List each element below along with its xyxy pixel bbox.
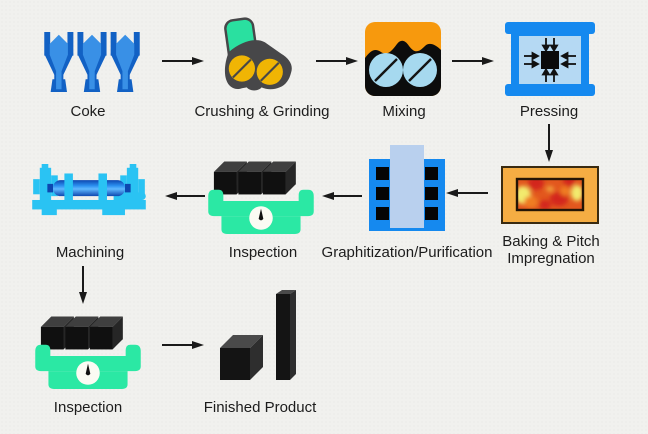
furnace-icon xyxy=(501,166,599,224)
coke-hoppers-icon xyxy=(44,32,140,92)
step-baking xyxy=(501,166,599,224)
lathe-icon xyxy=(32,164,146,216)
step-coke xyxy=(44,32,140,92)
step-label-baking: Baking & Pitch Impregnation xyxy=(502,233,600,267)
finished-product-icon xyxy=(220,290,296,380)
step-label-inspection-mid: Inspection xyxy=(228,244,298,261)
flow-arrow-right-icon xyxy=(316,57,358,65)
step-crushing xyxy=(214,16,296,94)
step-machining xyxy=(30,164,148,217)
hydraulic-press-icon xyxy=(505,22,595,96)
flow-arrow-left-icon xyxy=(165,192,205,200)
step-inspection-mid xyxy=(206,153,316,234)
flow-arrow-left-icon xyxy=(446,189,488,197)
flow-arrow-right-icon xyxy=(162,57,204,65)
flow-arrow-right-icon xyxy=(452,57,494,65)
step-finished-product xyxy=(220,290,298,384)
flow-arrow-right-icon xyxy=(162,341,204,349)
step-label-pressing: Pressing xyxy=(519,103,579,120)
inspection-scale-icon xyxy=(208,161,314,234)
step-label-crushing: Crushing & Grinding xyxy=(194,103,330,120)
flow-arrow-left-icon xyxy=(322,192,362,200)
inspection-scale-icon xyxy=(35,316,141,389)
flow-arrow-down-icon xyxy=(79,266,87,304)
step-label-mixing: Mixing xyxy=(382,103,426,120)
step-mixing xyxy=(365,22,441,96)
step-label-inspection-final: Inspection xyxy=(53,399,123,416)
crusher-icon xyxy=(224,17,292,91)
step-graphitization xyxy=(368,145,446,231)
step-inspection-final xyxy=(33,308,143,389)
mixer-icon xyxy=(365,22,441,96)
step-pressing xyxy=(505,22,595,96)
step-label-baking-line1: Baking & Pitch xyxy=(502,233,600,250)
step-label-machining: Machining xyxy=(55,244,125,261)
step-label-baking-line2: Impregnation xyxy=(507,250,595,267)
graphitization-furnace-icon xyxy=(369,145,445,231)
flow-arrow-down-icon xyxy=(545,124,553,162)
step-label-graphitization: Graphitization/Purification xyxy=(321,244,493,261)
step-label-coke: Coke xyxy=(70,103,106,120)
step-label-finished-product: Finished Product xyxy=(203,399,317,416)
